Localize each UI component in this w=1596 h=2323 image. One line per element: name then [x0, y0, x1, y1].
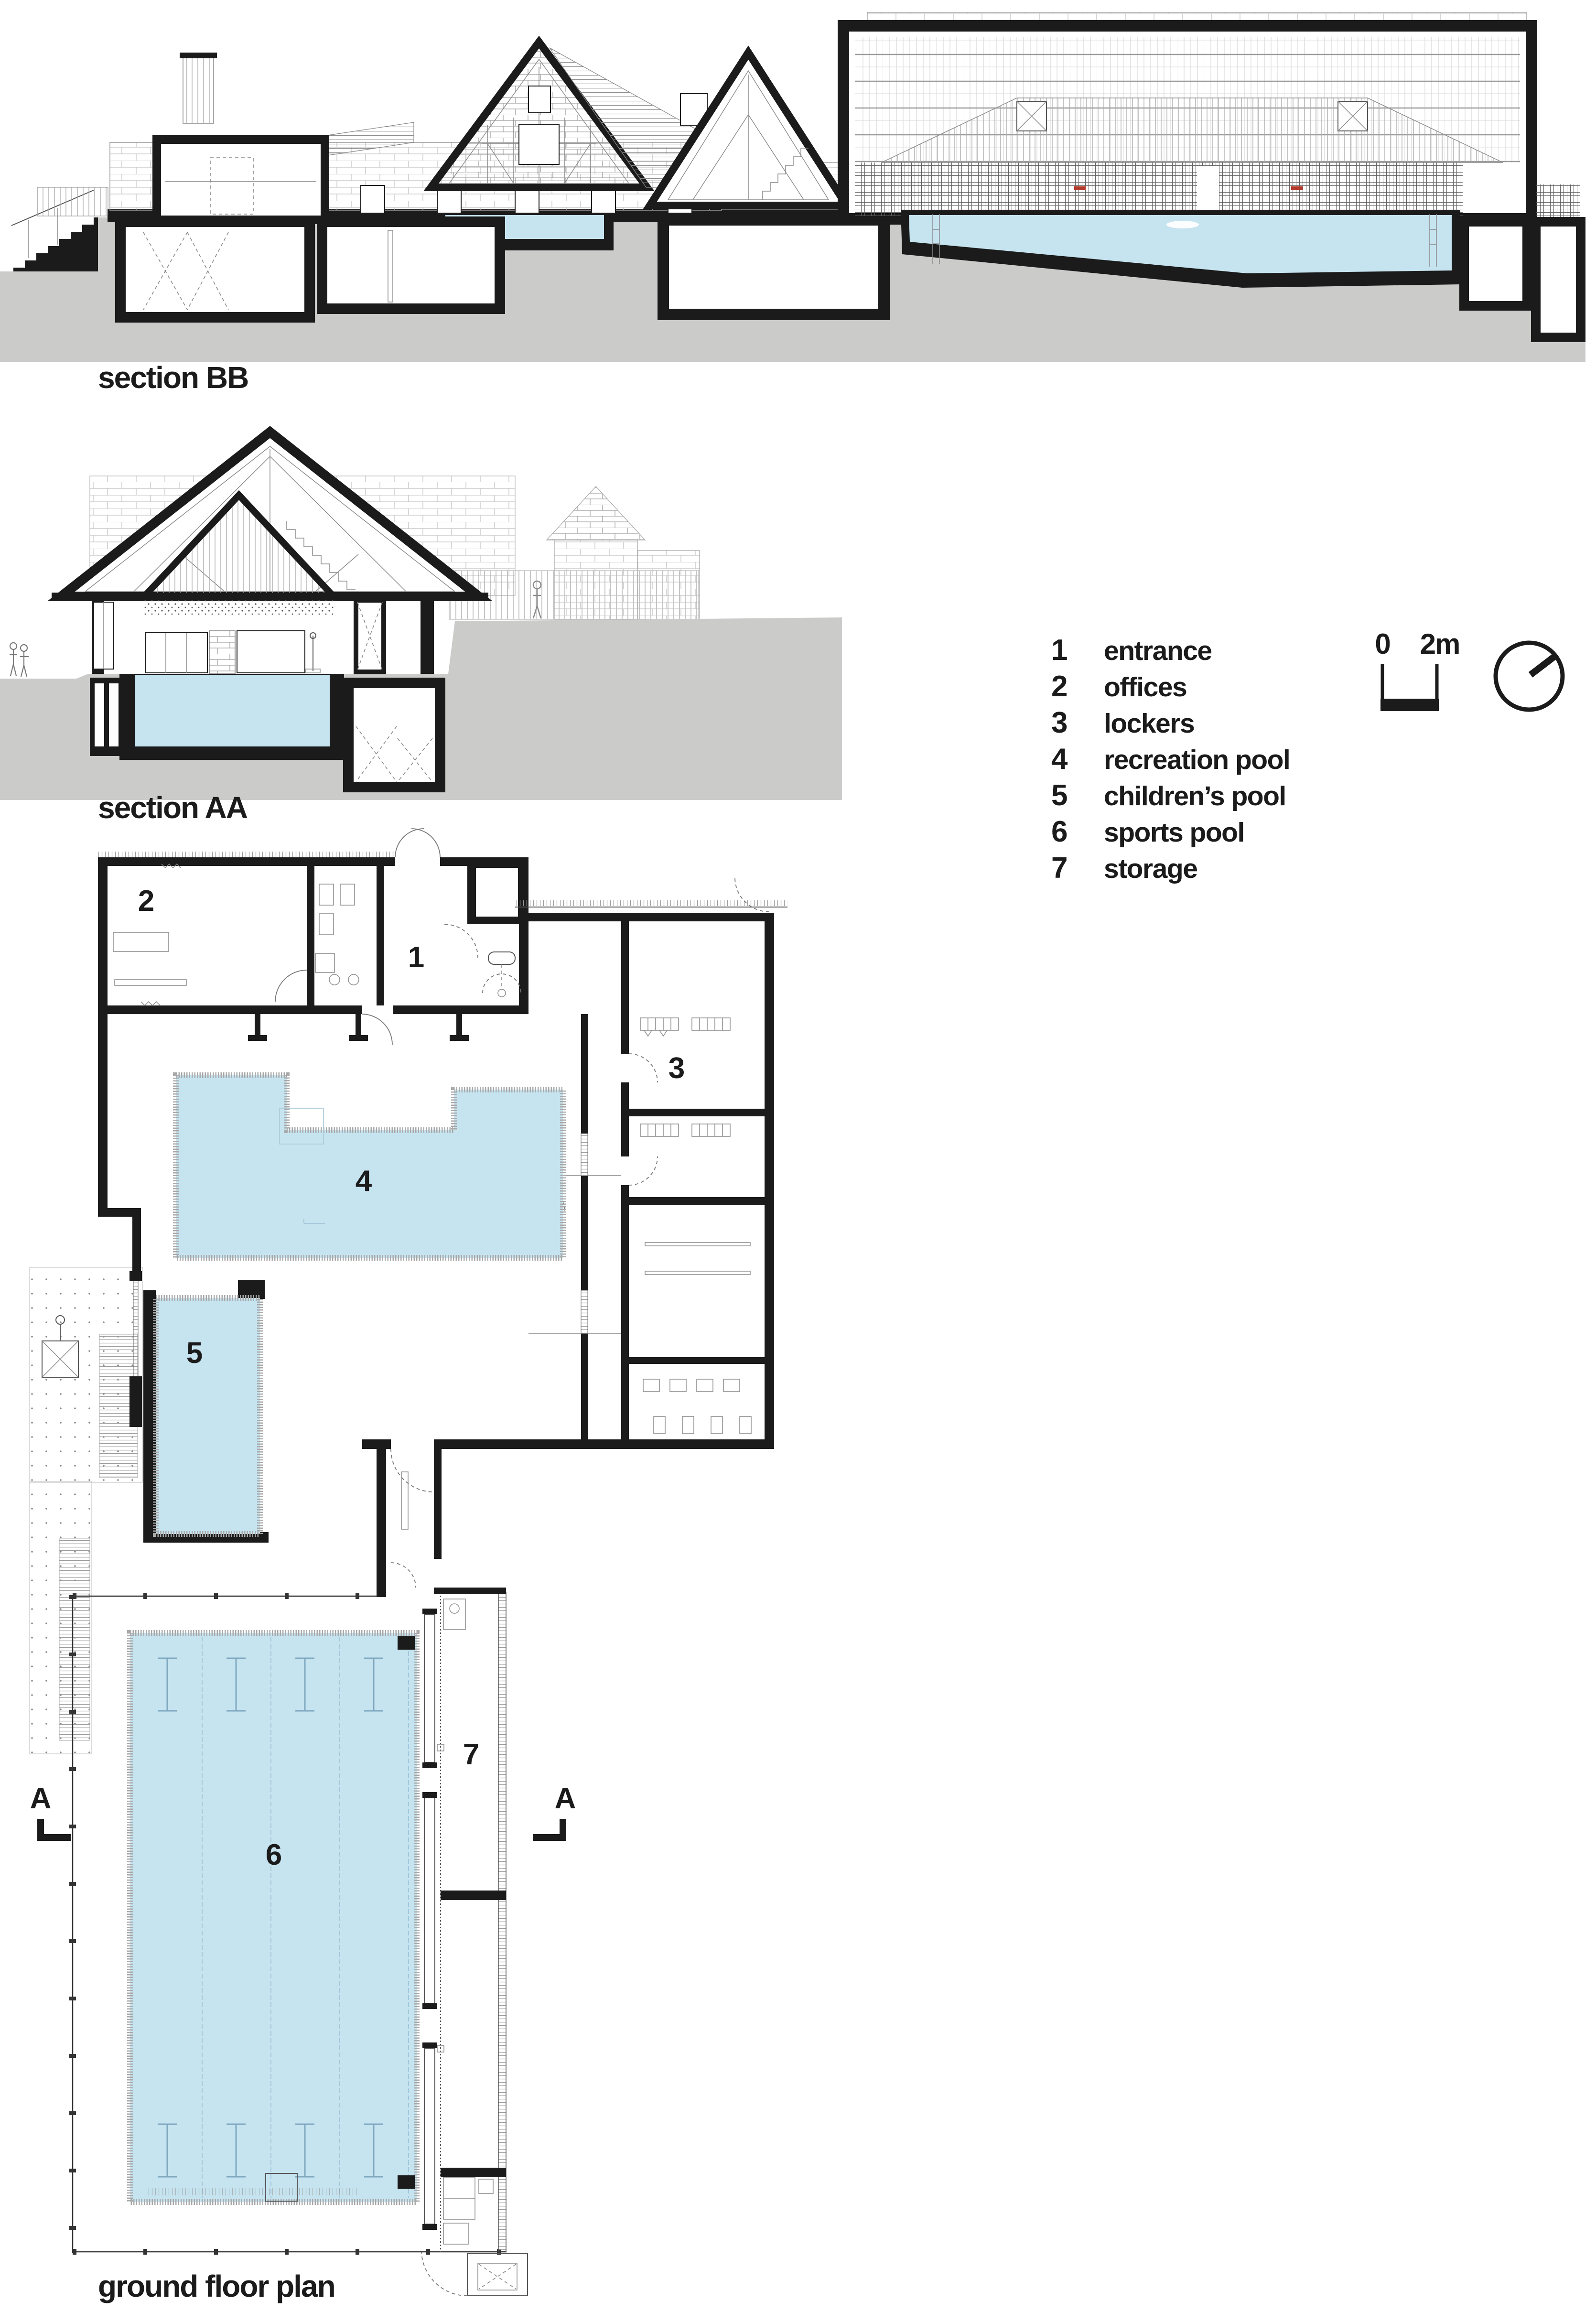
fence-bb: [37, 187, 108, 216]
legend-label: lockers: [1104, 708, 1194, 739]
legend-label: children’s pool: [1104, 781, 1286, 811]
legend-number: 7: [1051, 852, 1067, 885]
room-number-childrens-pool: 5: [186, 1337, 202, 1370]
glazing-panels: [422, 1609, 437, 2230]
section-bb-drawing: [0, 12, 1585, 362]
speckled-band: [144, 600, 334, 616]
legend-label: sports pool: [1104, 817, 1244, 848]
half-timber-gable: [423, 35, 655, 191]
room-number-entrance: 1: [408, 941, 424, 974]
section-marker-label: A: [555, 1782, 576, 1815]
terrace-object: [42, 1315, 79, 1378]
room-number-recreation-pool: 4: [356, 1165, 372, 1198]
section-aa-title: section AA: [98, 790, 248, 825]
room-number-offices: 2: [138, 885, 153, 918]
scale-start-label: 0: [1375, 628, 1390, 660]
sports-hall-section: [838, 12, 1580, 288]
shower-fixture: [305, 632, 321, 673]
section-marker-label: A: [30, 1782, 51, 1815]
section-aa-building: [47, 426, 493, 792]
door: [354, 598, 386, 674]
legend-label: storage: [1104, 854, 1197, 884]
glazed-box: [152, 135, 329, 224]
x-brace: [1016, 101, 1368, 131]
locker-hangers: [640, 1017, 731, 1137]
legend-number: 6: [1051, 815, 1067, 848]
basement-room: [317, 216, 505, 314]
legend-label: offices: [1104, 672, 1186, 702]
background-house: [546, 486, 700, 620]
pool-aa-water: [135, 675, 330, 746]
basement-room: [1531, 217, 1585, 342]
chimney: [183, 56, 214, 124]
ground-floor-plan-title: ground floor plan: [98, 2269, 335, 2303]
recreation-pool-plan: [173, 1072, 566, 1261]
drinking-fountain: [482, 951, 521, 997]
wc-stalls: [653, 1416, 752, 1434]
legend-number: 3: [1051, 706, 1067, 739]
truss-gable: [643, 45, 854, 209]
sports-pool-section-water: [909, 215, 1452, 273]
stairs-bb: [13, 217, 98, 271]
legend-number: 2: [1051, 670, 1067, 703]
section-marker-a-left: A: [30, 1782, 71, 1841]
lane-ropes: [202, 1637, 409, 2198]
two-figures: [9, 642, 29, 677]
ground-floor-plan: A A 2 1 3 4 5 6 7: [29, 828, 787, 2296]
swimmer-figure: [1166, 221, 1199, 228]
scale-end-label: 2m: [1420, 628, 1460, 660]
section-aa-drawing: [0, 426, 842, 800]
basement-room: [1459, 217, 1532, 311]
basement-room: [658, 214, 890, 320]
section-bb-title: section BB: [98, 360, 248, 395]
legend-number: 5: [1051, 779, 1067, 812]
lane-markers: [158, 1657, 383, 2178]
legend: 1 entrance 2 offices 3 lockers 4 recreat…: [1051, 634, 1291, 885]
room-number-storage: 7: [463, 1738, 478, 1771]
standing-figure: [532, 580, 542, 619]
basement-room: [115, 216, 315, 323]
scale-bar: 0 2m: [1375, 628, 1460, 711]
sports-pool-plan: [127, 1630, 420, 2205]
legend-label: entrance: [1104, 636, 1212, 666]
room-number-sports-pool: 6: [266, 1838, 281, 1871]
tiled-wall: [855, 162, 1463, 216]
sports-hall-walls: [69, 1593, 507, 2255]
legend-number: 4: [1051, 743, 1068, 776]
wc-fixtures: [315, 884, 359, 985]
storage-strip: [434, 1588, 507, 2252]
pilasters: [248, 1014, 469, 1041]
legend-number: 1: [1051, 634, 1067, 667]
office-furniture: [113, 863, 187, 1006]
benches: [643, 1242, 751, 1392]
room-number-lockers: 3: [669, 1052, 684, 1085]
section-marker-a-right: A: [533, 1782, 577, 1841]
exit-porch: [421, 2251, 528, 2296]
north-arrow-icon: [1493, 640, 1565, 712]
childrens-pool-plan: [153, 1295, 263, 1537]
inner-gable: [136, 490, 342, 600]
legend-label: recreation pool: [1104, 745, 1290, 775]
entrance-door-arcs: [395, 828, 441, 858]
